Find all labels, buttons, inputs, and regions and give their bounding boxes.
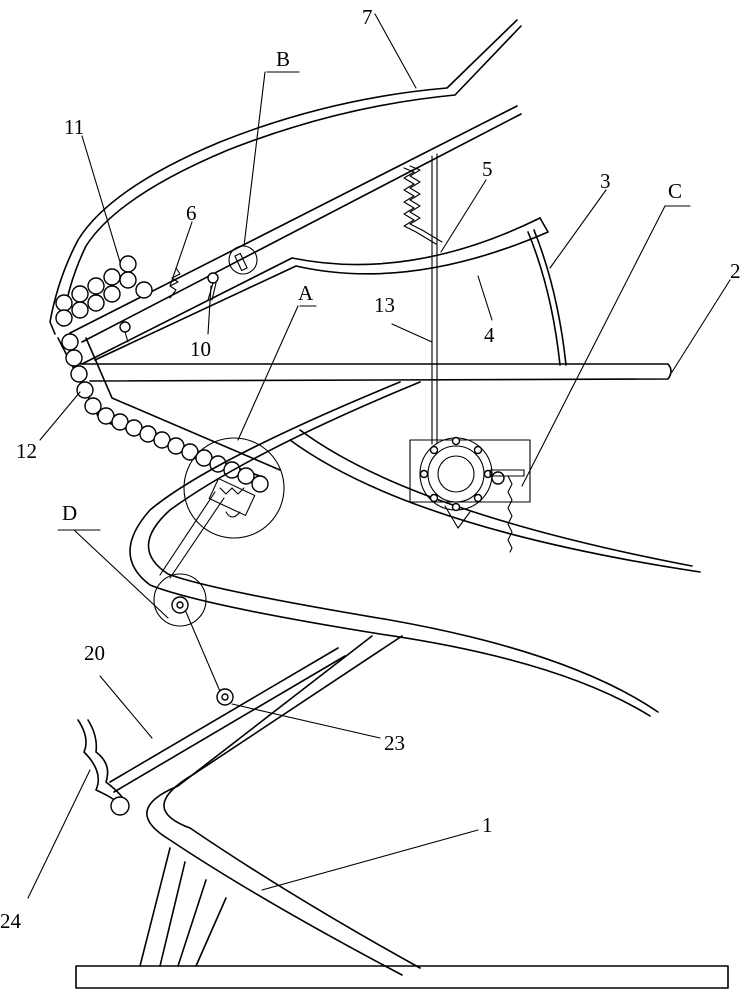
label-5: 5 — [482, 157, 493, 181]
label-A: A — [298, 281, 314, 305]
detail-circle-D — [153, 573, 223, 697]
label-C: C — [668, 179, 682, 203]
label-3: 3 — [600, 169, 611, 193]
leader-lines — [27, 13, 731, 899]
detail-circle-A — [159, 437, 285, 579]
frame-lower — [109, 381, 701, 976]
label-11: 11 — [64, 115, 84, 139]
label-7: 7 — [362, 5, 373, 29]
label-24: 24 — [0, 909, 22, 933]
label-D: D — [62, 501, 77, 525]
arc-plate-3 — [527, 229, 567, 366]
detail-circle-B — [228, 245, 258, 275]
label-2: 2 — [730, 259, 741, 283]
label-10: 10 — [190, 337, 211, 361]
ball-train — [61, 333, 269, 493]
spring-6 — [169, 267, 181, 299]
label-23: 23 — [384, 731, 405, 755]
base-1 — [75, 847, 729, 989]
label-1: 1 — [482, 813, 493, 837]
label-B: B — [276, 47, 290, 71]
labels: 7 B 11 6 10 5 3 C 4 2 13 A 12 D 20 23 24… — [0, 5, 741, 933]
pivot-23 — [216, 688, 234, 706]
label-13: 13 — [374, 293, 395, 317]
horizontal-bar-2 — [79, 363, 672, 382]
inner-bracket — [81, 217, 549, 365]
pin-10 — [119, 272, 219, 343]
balls-11 — [55, 255, 153, 327]
label-12: 12 — [16, 439, 37, 463]
label-6: 6 — [186, 201, 197, 225]
housing-7 — [49, 19, 522, 335]
label-20: 20 — [84, 641, 105, 665]
guide-rail — [69, 105, 522, 343]
spring-5 — [403, 165, 443, 245]
handle-24 — [77, 719, 130, 816]
rod-13 — [431, 153, 438, 445]
label-4: 4 — [484, 323, 495, 347]
